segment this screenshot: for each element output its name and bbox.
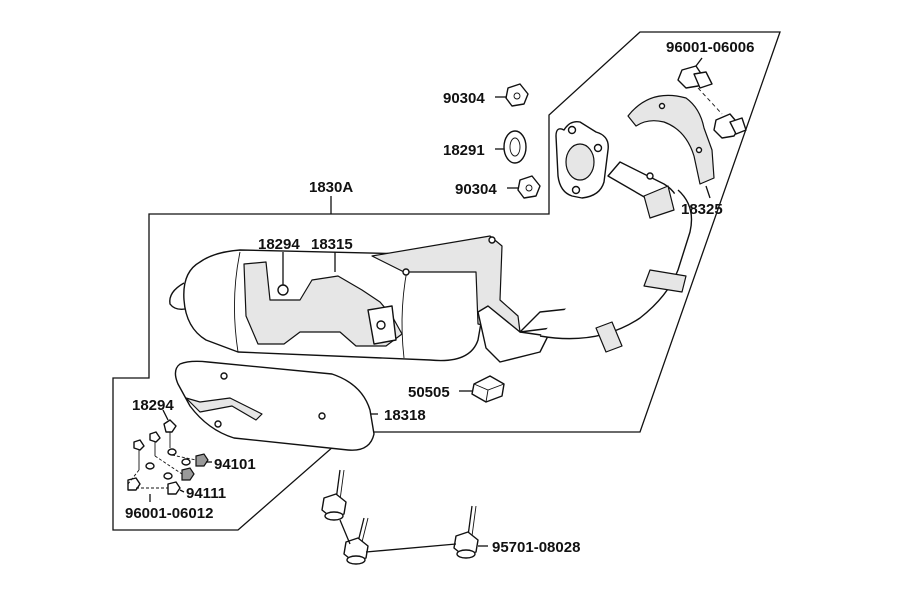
assembly-outline — [112, 31, 781, 531]
label-protector-bolt: 18294 — [132, 397, 174, 414]
muffler — [169, 235, 549, 363]
label-block-nut: 50505 — [408, 384, 450, 401]
label-muffler: 18315 — [311, 236, 353, 253]
mount-bolts — [321, 469, 488, 565]
exhaust-pipe — [519, 161, 693, 353]
label-collar: 94111 — [186, 485, 226, 502]
label-protector: 18318 — [384, 407, 426, 424]
label-mount-bolt: 95701-08028 — [492, 539, 580, 556]
nut-bottom — [507, 175, 541, 199]
assembly-callout: 1830A — [309, 179, 353, 214]
label-nut-bottom: 90304 — [455, 181, 497, 198]
assembly-label: 1830A — [309, 179, 353, 196]
label-heat-guard: 18325 — [681, 201, 723, 218]
label-upper-bracket-bolt: 96001-06006 — [666, 39, 754, 56]
nut-top — [495, 83, 529, 107]
block-nut — [459, 375, 505, 403]
upper-bracket-bolts — [677, 57, 747, 139]
label-protector-screw: 96001-06012 — [125, 505, 213, 522]
label-nut-top: 90304 — [443, 90, 485, 107]
gasket — [495, 130, 527, 164]
protector — [174, 360, 378, 451]
label-body-bolt: 18294 — [258, 236, 300, 253]
exhaust-flange — [555, 120, 609, 199]
label-gasket: 18291 — [443, 142, 485, 159]
protector-hardware — [127, 409, 212, 502]
label-washer: 94101 — [214, 456, 256, 473]
heat-guard — [627, 94, 715, 185]
